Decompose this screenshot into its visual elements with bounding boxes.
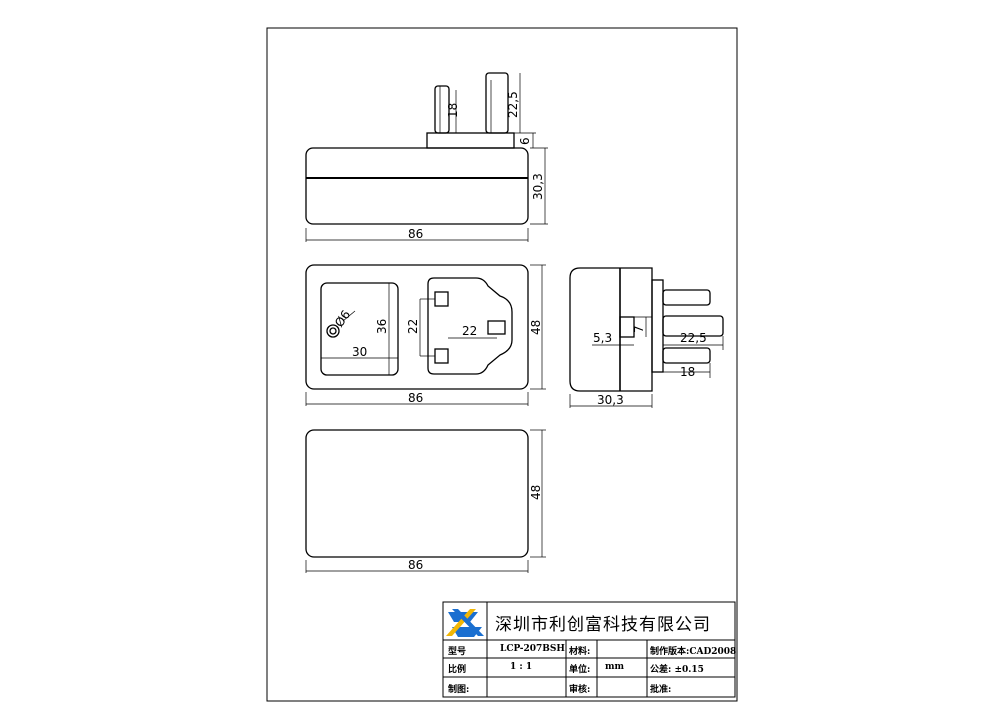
top-view-body [305,147,529,225]
unit-value: mm [605,662,625,672]
side-view-pin-base [651,279,664,373]
top-dim-base: 6 [518,137,532,145]
model-value: LCP-207BSH [500,644,565,654]
front-view-socket-earth [487,320,506,335]
top-dim-height: 30,3 [531,173,545,200]
front-view-body [305,264,529,390]
material-label: 材料: [569,647,591,657]
company-name: 深圳市利创富科技有限公司 [495,615,711,635]
side-view-pin-bottom [662,347,711,364]
side-view-notch [619,316,635,338]
top-view-pin-short [434,85,450,134]
drawn-label: 制图: [448,685,470,695]
front-view-socket-slot-top [434,291,449,307]
front-dim-hole: Ø6 [332,308,353,330]
top-view [305,72,529,225]
side-view-pin-top [662,289,711,306]
side-view [569,267,724,392]
model-label: 型号 [448,647,467,657]
version-label: 制作版本:CAD2008 [650,647,737,657]
side-dim-width: 30,3 [597,393,624,407]
front-dim-pin-gap-h: 22 [462,324,477,338]
front-view-hole [326,324,340,338]
top-dim-pin-short: 18 [446,103,460,118]
scale-value: 1 : 1 [510,662,533,672]
top-dim-width: 86 [408,227,423,241]
bottom-dim-width: 86 [408,558,423,572]
front-view-label-recess [320,282,399,376]
review-label: 审核: [569,685,591,695]
top-dim-pin-long: 22,5 [506,91,520,118]
approve-label: 批准: [650,685,672,695]
front-dim-height: 48 [529,320,543,335]
drawing-frame [266,27,738,702]
scale-label: 比例 [448,665,467,675]
front-view-dimensions [305,264,546,406]
company-logo [446,609,484,637]
side-view-body [569,267,653,392]
title-block [442,601,736,698]
side-dim-b: 7 [632,325,646,333]
unit-label: 单位: [569,665,591,675]
bottom-view [305,429,529,558]
top-view-dimensions [305,73,548,242]
tolerance-label: 公差: ±0.15 [650,665,704,675]
bottom-view-body [305,429,529,558]
bottom-view-dimensions [305,429,546,573]
top-view-pin-long [485,72,509,134]
front-dim-inner-h: 36 [375,319,389,334]
front-view-socket-outline [427,277,513,375]
side-dim-a: 5,3 [593,331,612,345]
side-view-pin-earth [662,315,724,337]
side-view-dimensions [569,316,724,408]
side-dim-d: 18 [680,365,695,379]
front-dim-pin-gap-v: 22 [406,319,420,334]
bottom-dim-height: 48 [529,485,543,500]
front-view [305,264,529,390]
top-view-pin-base [426,132,515,149]
front-dim-inner-w: 30 [352,345,367,359]
side-dim-c: 22,5 [680,331,707,345]
front-dim-width: 86 [408,391,423,405]
front-view-socket-slot-bottom [434,348,449,364]
